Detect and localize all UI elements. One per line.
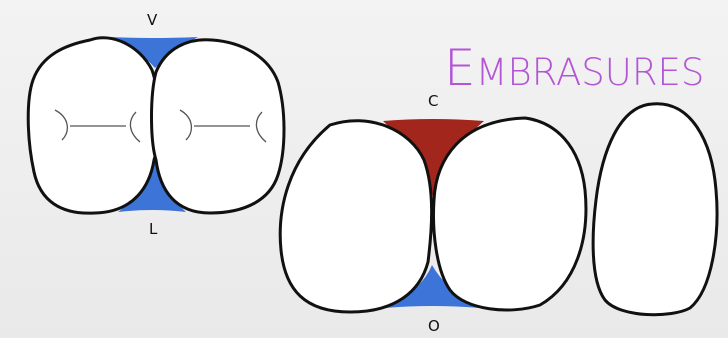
right-molar-groove xyxy=(179,109,267,143)
proximal-tooth-left xyxy=(278,119,434,314)
occlusal-view-molars xyxy=(26,36,286,215)
label-cervical: C xyxy=(428,92,438,110)
proximal-view-teeth xyxy=(278,102,719,317)
title-first-letter: E xyxy=(444,39,476,97)
proximal-tooth-right xyxy=(591,102,719,317)
proximal-tooth-middle xyxy=(432,116,588,312)
label-vestibular: V xyxy=(147,11,158,29)
vestibular-embrasure xyxy=(110,37,198,68)
title-rest: MBRASURES xyxy=(476,51,705,94)
left-molar-groove xyxy=(54,109,141,143)
slide-title: EMBRASURES xyxy=(444,39,704,97)
label-occlusal: O xyxy=(428,317,440,335)
label-lingual: L xyxy=(149,220,158,238)
